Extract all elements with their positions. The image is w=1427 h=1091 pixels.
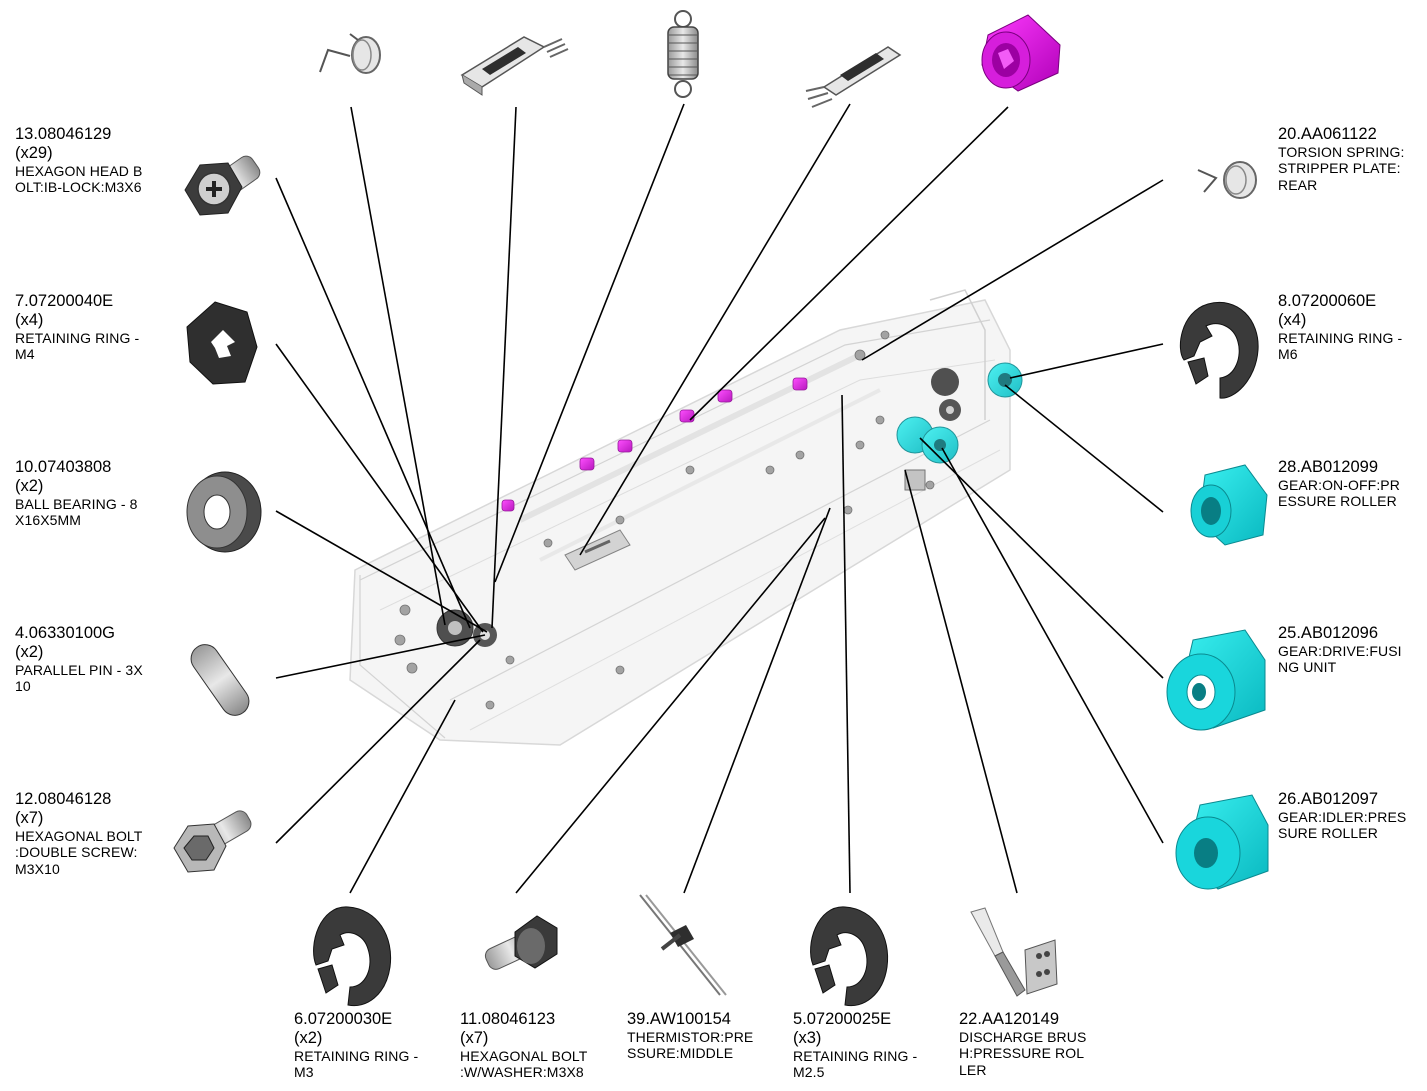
retaining-ring-m3-icon — [313, 906, 392, 1007]
callout-7: 7.07200040E (x4) RETAINING RING -M4 — [15, 292, 139, 363]
pressure-roller-icon — [981, 14, 1061, 92]
hexagonal-bolt-icon — [173, 810, 252, 873]
part-number: 25.AB012096 — [1278, 624, 1379, 642]
thermistor-icon — [639, 894, 727, 996]
quantity: (x4) — [1278, 311, 1307, 330]
hexagon-head-bolt-icon — [184, 155, 261, 216]
callout-5: 5.07200025E (x3) RETAINING RING -M2.5 — [793, 1010, 917, 1081]
part-number: 13.08046129 — [15, 125, 112, 143]
stripper-plate-icon — [460, 36, 569, 96]
part-description: RETAINING RING -M2.5 — [793, 1048, 918, 1081]
callout-8: 8.07200060E (x4) RETAINING RING -M6 — [1278, 292, 1402, 363]
callout-20: 20.AA061122 TORSION SPRING:STRIPPER PLAT… — [1278, 125, 1404, 193]
callout-6: 6.07200030E (x2) RETAINING RING -M3 — [294, 1010, 418, 1081]
part-description: TORSION SPRING:STRIPPER PLATE:REAR — [1278, 144, 1405, 193]
fusing-unit-assembly — [349, 289, 1023, 746]
part-description: RETAINING RING -M6 — [1278, 330, 1403, 363]
part-number: 12.08046128 — [15, 790, 112, 808]
quantity: (x4) — [15, 311, 44, 330]
torsion-spring-icon — [319, 33, 381, 74]
part-number: 39.AW100154 — [627, 1010, 731, 1028]
gear-drive-icon — [1166, 629, 1266, 731]
tension-spring-icon — [667, 10, 699, 98]
gear-idler-icon — [1175, 794, 1269, 890]
retaining-ring-m4-icon — [186, 301, 258, 385]
quantity: (x2) — [15, 477, 44, 496]
part-description: RETAINING RING -M4 — [15, 330, 140, 363]
part-number: 4.06330100G — [15, 624, 116, 642]
hexagonal-bolt-washer-icon — [484, 915, 558, 970]
part-description: HEXAGONAL BOLT:W/WASHER:M3X8 — [460, 1048, 588, 1081]
part-number: 10.07403808 — [15, 458, 112, 476]
torsion-spring-icon — [1197, 161, 1257, 199]
part-number: 8.07200060E — [1278, 292, 1377, 310]
part-number: 28.AB012099 — [1278, 458, 1379, 476]
part-number: 26.AB012097 — [1278, 790, 1379, 808]
ball-bearing-icon — [186, 471, 262, 553]
quantity: (x29) — [15, 144, 53, 163]
quantity: (x2) — [15, 643, 44, 662]
quantity: (x3) — [793, 1029, 822, 1048]
parallel-pin-icon — [190, 644, 250, 716]
part-description: HEXAGONAL BOLT:DOUBLE SCREW:M3X10 — [15, 828, 143, 877]
part-number: 5.07200025E — [793, 1010, 892, 1028]
callout-11: 11.08046123 (x7) HEXAGONAL BOLT:W/WASHER… — [460, 1010, 587, 1081]
quantity: (x7) — [15, 809, 44, 828]
part-number: 7.07200040E — [15, 292, 114, 310]
retaining-ring-m2-5-icon — [810, 906, 889, 1007]
quantity: (x7) — [460, 1029, 489, 1048]
part-number: 22.AA120149 — [959, 1010, 1060, 1028]
callout-12: 12.08046128 (x7) HEXAGONAL BOLT:DOUBLE S… — [15, 790, 142, 877]
part-number: 11.08046123 — [460, 1010, 556, 1028]
part-number: 6.07200030E — [294, 1010, 393, 1028]
part-number: 20.AA061122 — [1278, 125, 1377, 143]
leader-lines — [275, 103, 1164, 894]
quantity: (x2) — [294, 1029, 323, 1048]
retaining-ring-m6-icon — [1179, 302, 1259, 399]
discharge-brush-icon — [970, 907, 1058, 997]
part-description: RETAINING RING -M3 — [294, 1048, 419, 1081]
gear-on-off-icon — [1190, 464, 1268, 546]
stripper-plate-icon — [805, 46, 902, 108]
